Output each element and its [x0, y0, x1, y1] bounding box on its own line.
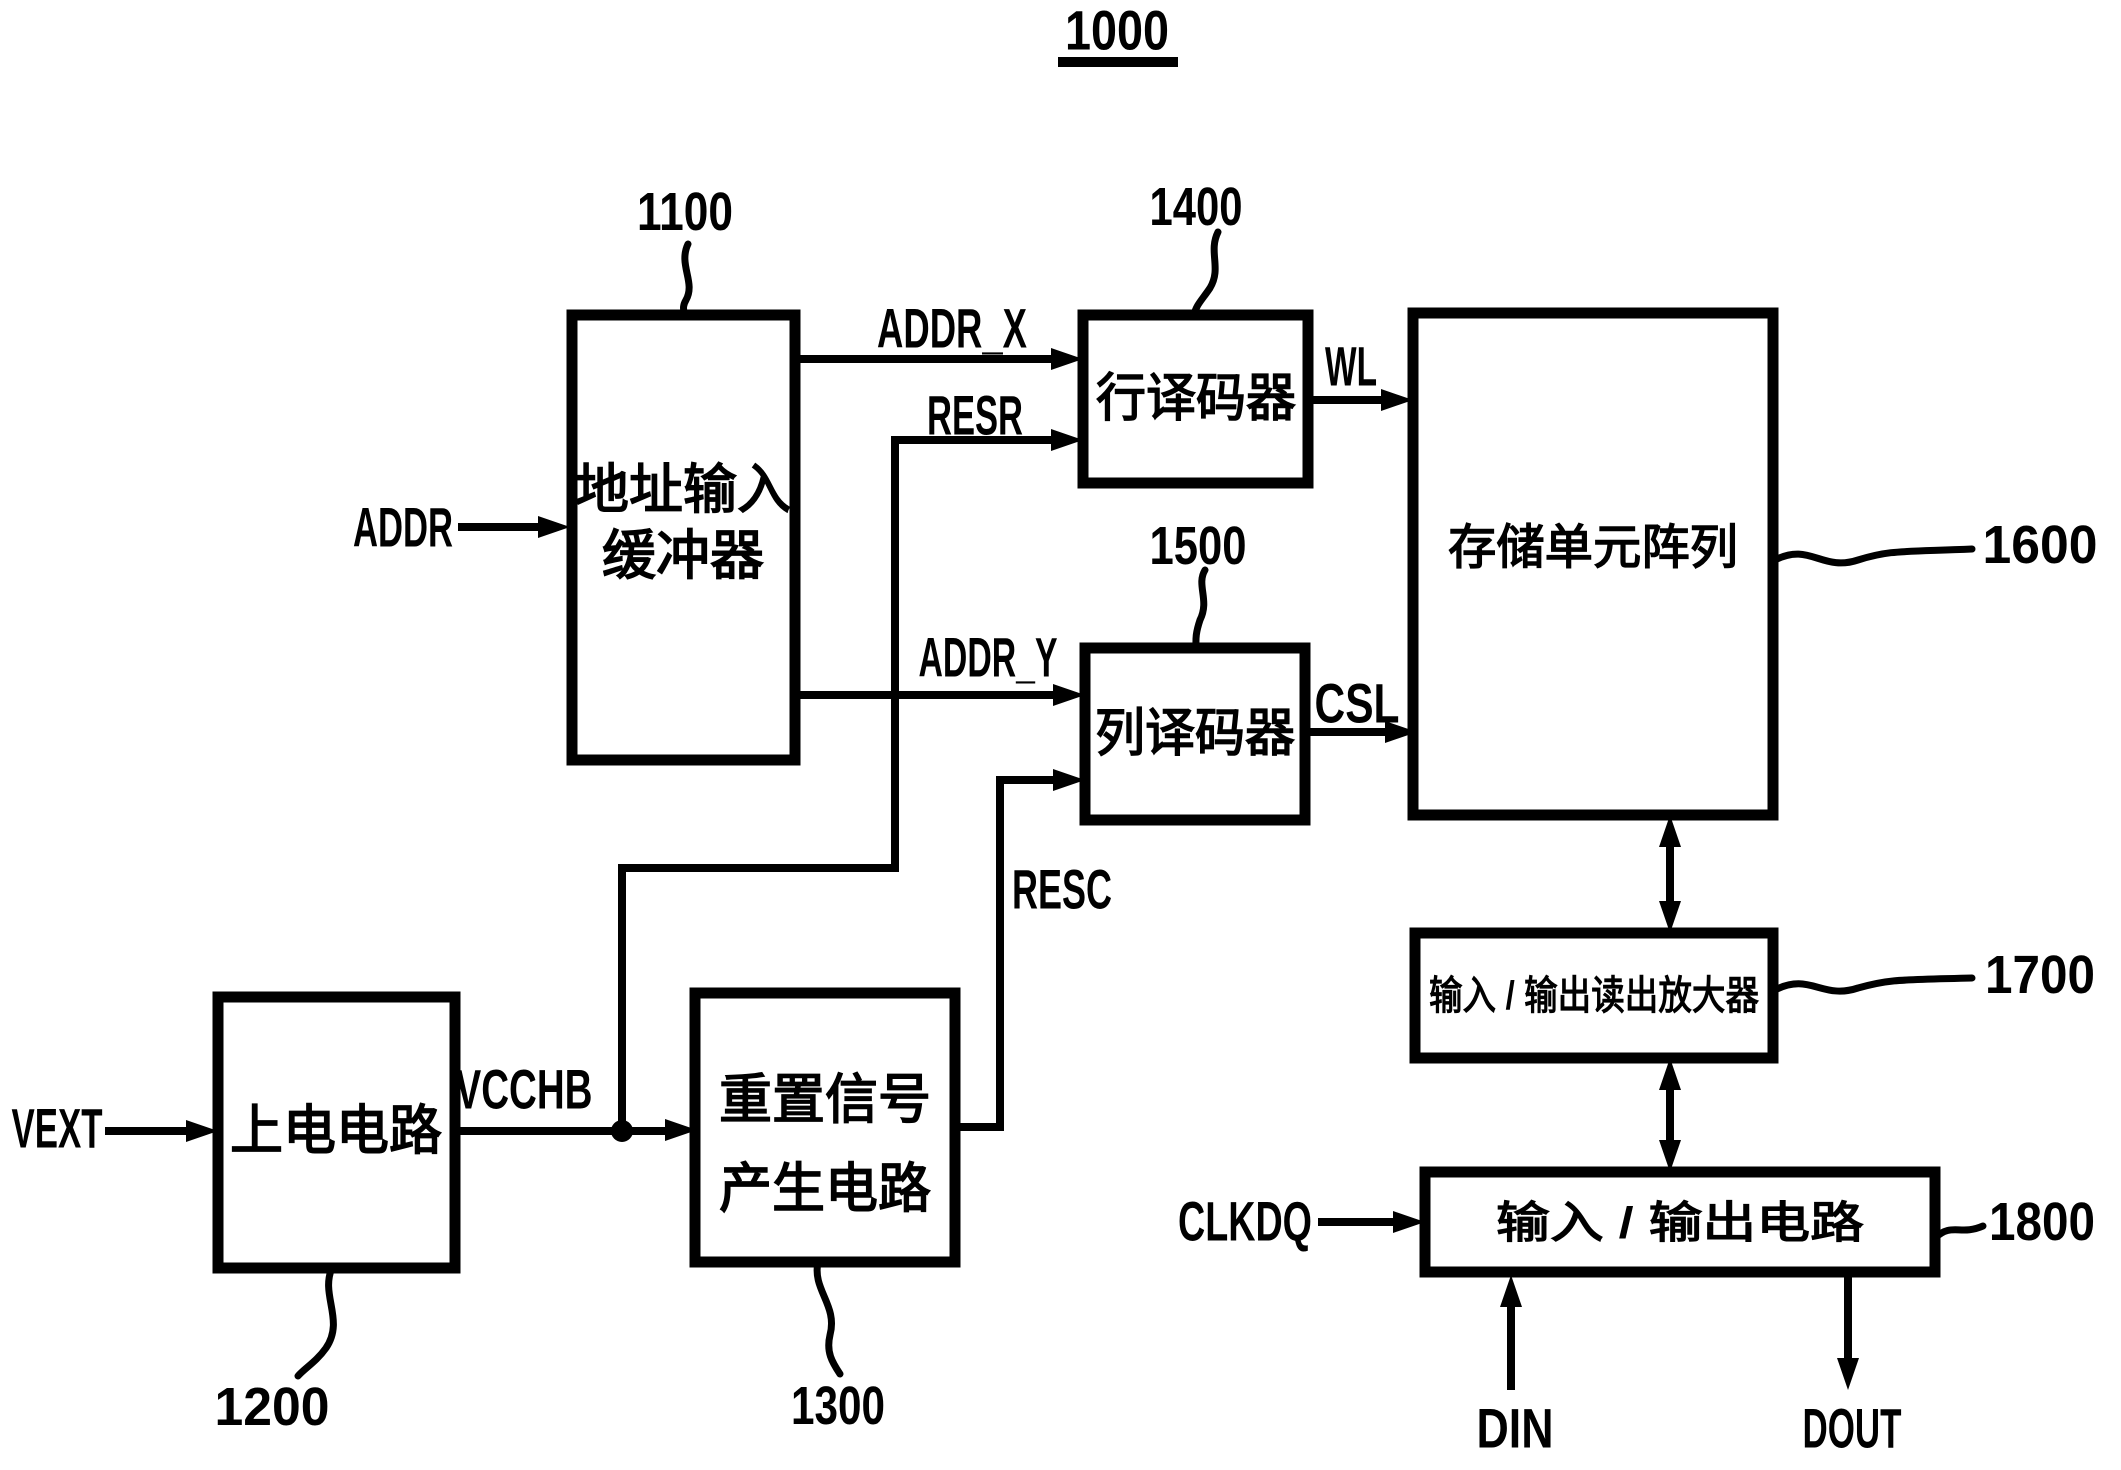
ref-label-1600: 1600	[1983, 515, 2098, 575]
leader-1400	[1190, 228, 1222, 319]
arrowhead-clkdq-into-1800	[1393, 1211, 1425, 1233]
arrowhead-resc-into-1500	[1053, 769, 1085, 791]
leader-1600	[1771, 545, 1976, 567]
ref-label-1200: 1200	[215, 1377, 330, 1437]
signal-label-vcchb: VCCHB	[456, 1058, 593, 1121]
leader-1800	[1931, 1222, 1987, 1242]
block-1600-memory-cell-array	[1407, 307, 1779, 821]
arrowhead-down-into-1800	[1659, 1140, 1681, 1172]
leader-1500	[1192, 566, 1209, 652]
signal-label-dout: DOUT	[1803, 1397, 1902, 1460]
arrowhead-din-into-1800	[1500, 1275, 1522, 1307]
arrowhead-addr-x-into-1400	[1051, 348, 1083, 370]
block-1300-label-line1: 重置信号	[719, 1070, 931, 1130]
arrowhead-addr-y-into-1500	[1053, 684, 1085, 706]
signal-label-clkdq: CLKDQ	[1178, 1190, 1312, 1253]
signal-label-din: DIN	[1477, 1397, 1554, 1460]
signal-label-vext: VEXT	[12, 1097, 103, 1160]
arrowhead-up-into-1600	[1659, 815, 1681, 847]
ref-label-1400: 1400	[1150, 177, 1243, 237]
arrowhead-resr-into-1400	[1051, 429, 1083, 451]
signal-label-resc: RESC	[1012, 858, 1112, 921]
ref-label-1700: 1700	[1985, 945, 2095, 1005]
signal-label-csl: CSL	[1315, 672, 1400, 735]
block-1100-label-line2: 缓冲器	[602, 526, 765, 586]
block-1100-label-line1: 地址输入	[575, 460, 791, 520]
block-1800-label: 输入 / 输出电路	[1496, 1199, 1865, 1248]
figure-title: 1000	[1065, 0, 1169, 62]
block-1500-label: 列译码器	[1095, 705, 1296, 763]
arrowhead-wl-into-1600	[1381, 389, 1413, 411]
ref-label-1100: 1100	[637, 182, 733, 242]
leader-1700	[1771, 974, 1976, 995]
block-1400-label: 行译码器	[1096, 370, 1297, 428]
ref-label-1300: 1300	[791, 1376, 885, 1436]
arrowhead-up-into-1700	[1659, 1058, 1681, 1090]
signal-label-addr-y: ADDR_Y	[919, 626, 1058, 689]
block-1700-io-sense-amplifier	[1409, 927, 1779, 1064]
arrowhead-addr-into-1100	[538, 516, 570, 538]
ref-label-1500: 1500	[1150, 516, 1247, 576]
signal-label-resr: RESR	[927, 384, 1023, 447]
ref-label-1800: 1800	[1989, 1192, 2095, 1252]
arrowhead-dout-out	[1837, 1358, 1859, 1390]
block-1600-label: 存储单元阵列	[1448, 522, 1738, 575]
signal-label-addr: ADDR	[353, 496, 453, 559]
arrowhead-down-into-1700	[1659, 901, 1681, 933]
block-1200-label: 上电电路	[230, 1101, 443, 1161]
arrowhead-vcchb-into-1300	[665, 1119, 697, 1141]
wire-resc	[955, 776, 1055, 1131]
leader-1100	[680, 240, 693, 317]
figure-title-underline	[1058, 57, 1178, 67]
signal-label-addr-x: ADDR_X	[877, 297, 1027, 360]
block-1700-label: 输入 / 输出读出放大器	[1429, 974, 1760, 1018]
wire-resr	[618, 436, 1053, 1131]
leader-1300	[813, 1258, 844, 1378]
block-1300-label-line2: 产生电路	[719, 1159, 932, 1219]
arrowhead-vext-into-1200	[186, 1120, 218, 1142]
junction-dot-vcchb	[611, 1120, 633, 1142]
signal-label-wl: WL	[1325, 335, 1377, 398]
leader-1200	[294, 1264, 337, 1380]
arrowhead-csl-into-1600	[1385, 721, 1417, 743]
